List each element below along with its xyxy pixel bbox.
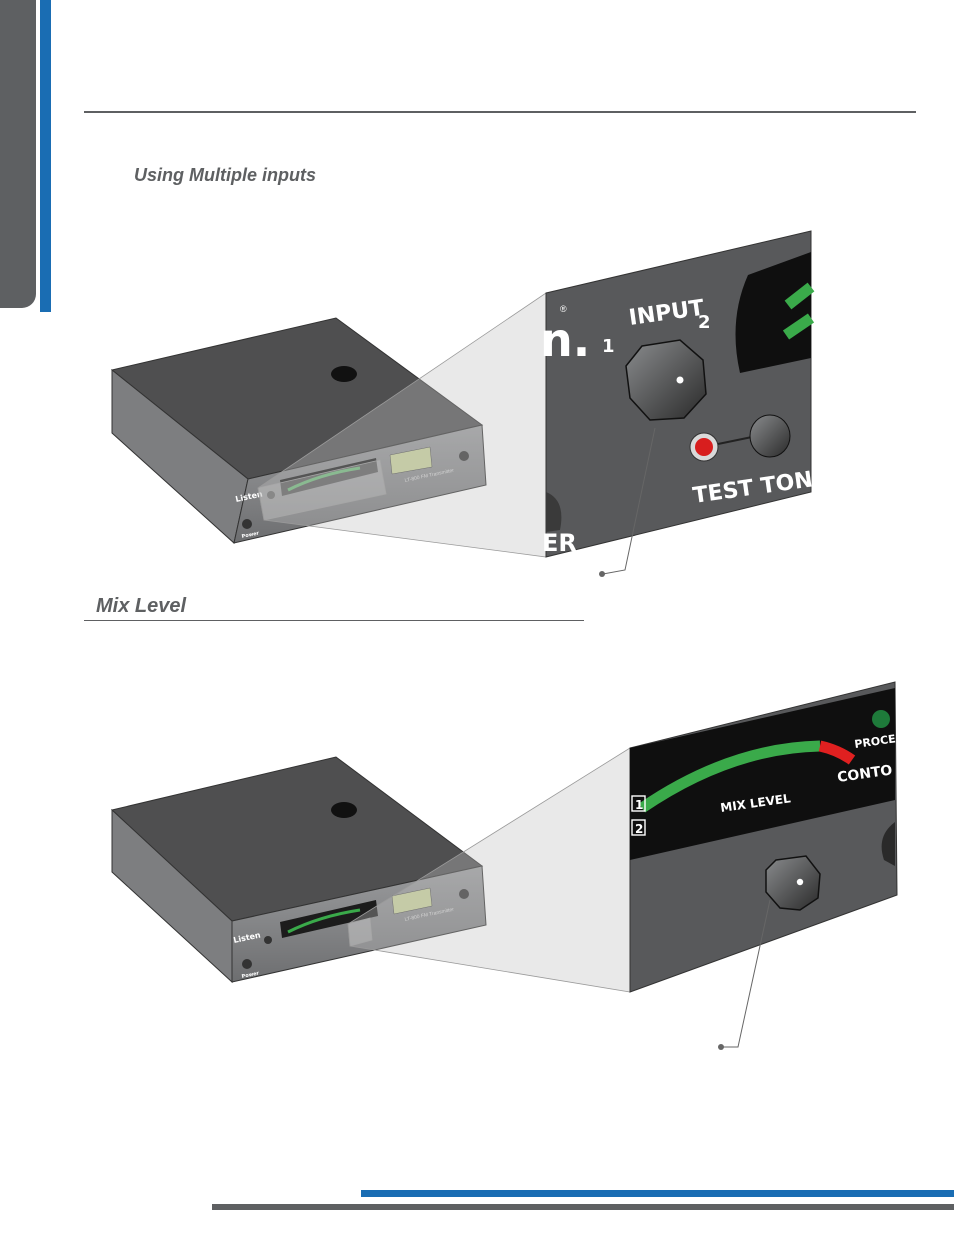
figure-input-selector: Listen Power LT-800 FM Transmitter n. ® … [110, 230, 829, 577]
input-knob-small-2[interactable] [264, 936, 272, 944]
power-label-2: Power [241, 970, 260, 980]
zoom-meter-segment-1 [784, 282, 815, 310]
lcd-screen [389, 446, 433, 475]
device-top-hole-2 [331, 802, 357, 818]
meter-display-2 [280, 900, 378, 938]
processing-led-icon [872, 710, 890, 728]
callout-line-input [602, 427, 656, 575]
section-title-mix-level: Mix Level [96, 595, 187, 617]
section-rule [84, 620, 584, 621]
input-1-badge-label: 1 [635, 798, 643, 812]
subtitle-using-multiple-inputs: Using Multiple inputs [134, 165, 316, 185]
input-selector-knob[interactable] [625, 339, 707, 421]
zoom-mix-window [630, 688, 895, 860]
control-label-fragment: CONTO [836, 762, 893, 786]
callout-line-mix [722, 899, 771, 1048]
input-knob-small[interactable] [267, 491, 275, 499]
input-2-badge-label: 2 [635, 822, 643, 836]
test-tone-led-icon [695, 438, 713, 456]
mix-level-meter-green [638, 740, 821, 813]
footer-accent-bar [361, 1190, 954, 1197]
adjacent-knob-fragment [881, 822, 895, 866]
header-rule [84, 111, 916, 113]
zoom-meter-window [735, 252, 811, 373]
device-top-hole [331, 366, 357, 382]
side-accent-bar [40, 0, 51, 312]
input-1-label: 1 [602, 336, 615, 357]
power-button-icon[interactable] [242, 519, 252, 529]
power-label-1: Power [241, 530, 260, 540]
mix-knob-indicator-dot [796, 878, 804, 886]
test-tone-button[interactable] [749, 414, 791, 458]
knob-indicator-dot [676, 376, 684, 384]
brand-fragment: n. [540, 313, 590, 367]
meter-arc-1 [287, 466, 361, 492]
power-fragment: ER [542, 529, 577, 557]
test-tone-connector [717, 436, 753, 445]
input-1-badge [631, 795, 646, 812]
mix-level-meter-red [818, 740, 856, 765]
power-button-icon-2[interactable] [242, 959, 252, 969]
mix-level-knob[interactable] [765, 855, 821, 911]
callout-dot-input [599, 571, 605, 577]
power-button-fragment [546, 492, 562, 532]
input-2-badge [631, 819, 646, 836]
callout-dot-mix [718, 1044, 724, 1050]
headphone-jack-icon [459, 451, 469, 461]
headphone-jack-icon-2 [459, 889, 469, 899]
input-2-label: 2 [698, 312, 711, 333]
processing-label-fragment: PROCE [854, 732, 897, 751]
figure-mix-level: Listen Power LT-800 FM Transmitter PROCE… [110, 681, 898, 1050]
meter-display [280, 458, 378, 496]
zoom-meter-segment-2 [782, 313, 815, 340]
meter-arc-2 [287, 908, 361, 934]
registered-mark: ® [560, 304, 567, 314]
footer-rule [212, 1204, 954, 1210]
lcd-screen-2 [391, 887, 433, 915]
side-tab [0, 0, 36, 308]
